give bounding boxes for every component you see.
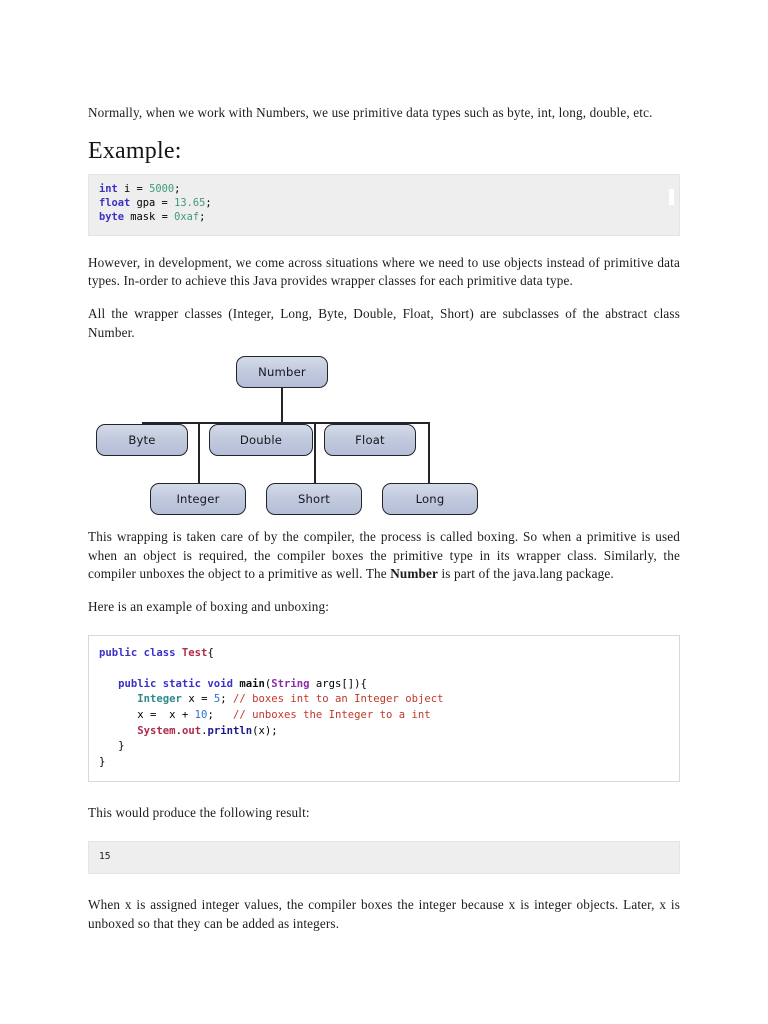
- paragraph-boxing-lead: Here is an example of boxing and unboxin…: [88, 598, 330, 614]
- number-hierarchy-diagram: Number Byte Double Float Integer Short L…: [88, 352, 680, 528]
- diagram-node-integer: Integer: [150, 483, 246, 516]
- document-content: Normally, when we work with Numbers, we …: [88, 104, 680, 933]
- paragraph-wrapping-bold: Number: [390, 566, 439, 582]
- paragraph-wrapping-part2: is part of the java.lang package.: [438, 566, 614, 582]
- edge-drop-integer: [198, 422, 200, 486]
- diagram-node-short: Short: [266, 483, 362, 516]
- diagram-node-float: Float: [324, 424, 416, 457]
- edge-drop-long: [428, 422, 430, 486]
- paragraph-intro: Normally, when we work with Numbers, we …: [88, 105, 653, 120]
- output-block: 15: [88, 840, 680, 874]
- code-block-boxing-content: public class Test{ public static void ma…: [99, 646, 444, 768]
- diagram-node-byte: Byte: [96, 424, 188, 457]
- code-block-boxing: public class Test{ public static void ma…: [88, 634, 680, 783]
- paragraph-however: However, in development, we come across …: [88, 254, 680, 289]
- diagram-node-number: Number: [236, 356, 328, 389]
- output-block-value: 15: [99, 850, 111, 862]
- paragraph-closing: When x is assigned integer values, the c…: [88, 896, 680, 931]
- edge-number-stem: [281, 388, 283, 425]
- code-block-primitives-content: int i = 5000; float gpa = 13.65; byte ma…: [99, 182, 212, 224]
- paragraph-wrapper-classes: All the wrapper classes (Integer, Long, …: [88, 306, 680, 340]
- heading-example: Example:: [88, 137, 182, 164]
- edge-drop-short: [314, 422, 316, 486]
- paragraph-wrapping: This wrapping is taken care of by the co…: [88, 528, 680, 584]
- diagram-canvas: Number Byte Double Float Integer Short L…: [88, 352, 680, 528]
- edge-bus: [142, 422, 430, 425]
- diagram-node-double: Double: [209, 424, 313, 457]
- paragraph-result-lead: This would produce the following result:: [88, 805, 310, 821]
- code-block-primitives: int i = 5000; float gpa = 13.65; byte ma…: [88, 173, 680, 236]
- diagram-node-long: Long: [382, 483, 478, 516]
- paragraph-wrapping-part1: This wrapping is taken care of by the co…: [88, 529, 680, 582]
